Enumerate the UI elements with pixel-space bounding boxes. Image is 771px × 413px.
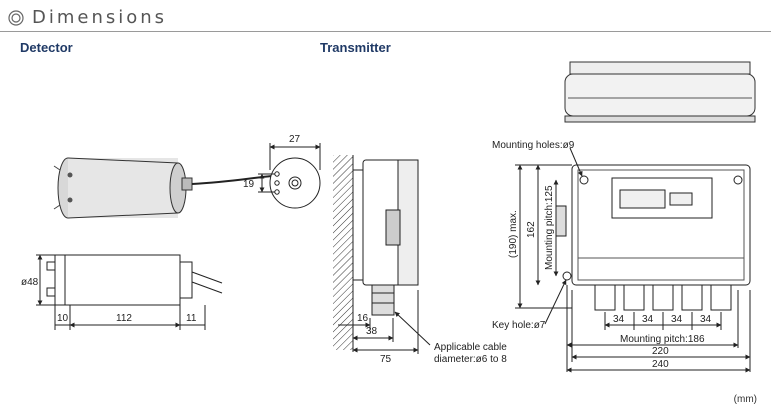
transmitter-side-view <box>333 155 431 354</box>
dim-162: 162 <box>526 221 537 238</box>
dim-gland-pitch-4: 34 <box>700 314 712 325</box>
label-key-hole: Key hole:ø7 <box>492 320 546 331</box>
dim-240: 240 <box>652 359 669 370</box>
dim-gland-pitch-1: 34 <box>613 314 625 325</box>
dim-220: 220 <box>652 346 669 357</box>
unit-label: (mm) <box>733 394 757 405</box>
cable-glands <box>594 284 732 311</box>
section-header: Dimensions <box>0 0 771 33</box>
header-divider <box>0 31 771 32</box>
label-mounting-holes: Mounting holes:ø9 <box>492 140 575 151</box>
transmitter-heading: Transmitter <box>320 40 391 55</box>
dim-75: 75 <box>380 354 392 365</box>
dim-16: 16 <box>357 313 369 324</box>
dim-gland-pitch-2: 34 <box>642 314 654 325</box>
cable-note-line2: diameter:ø6 to 8 <box>434 354 507 365</box>
cable-note-line1: Applicable cable <box>434 342 507 353</box>
page-title: Dimensions <box>32 7 168 28</box>
dim-190-max: (190) max. <box>508 210 519 258</box>
detector-side-view <box>36 254 223 330</box>
dim-38: 38 <box>366 326 378 337</box>
transmitter-top-view <box>564 61 756 123</box>
circle-bullet-icon <box>8 10 24 26</box>
dim-gland-pitch-3: 34 <box>671 314 683 325</box>
dim-10: 10 <box>57 313 69 324</box>
dim-19: 19 <box>243 179 255 190</box>
dim-pitch-186: Mounting pitch:186 <box>620 334 705 345</box>
dim-diameter-48: ø48 <box>21 277 39 288</box>
dim-11: 11 <box>186 313 197 324</box>
dim-27: 27 <box>289 134 301 145</box>
detector-face-view <box>258 143 321 209</box>
dim-pitch-125: Mounting pitch:125 <box>544 185 555 270</box>
dim-112: 112 <box>116 313 132 324</box>
transmitter-front-view <box>515 147 751 373</box>
detector-photo <box>53 157 273 219</box>
detector-heading: Detector <box>20 40 73 55</box>
